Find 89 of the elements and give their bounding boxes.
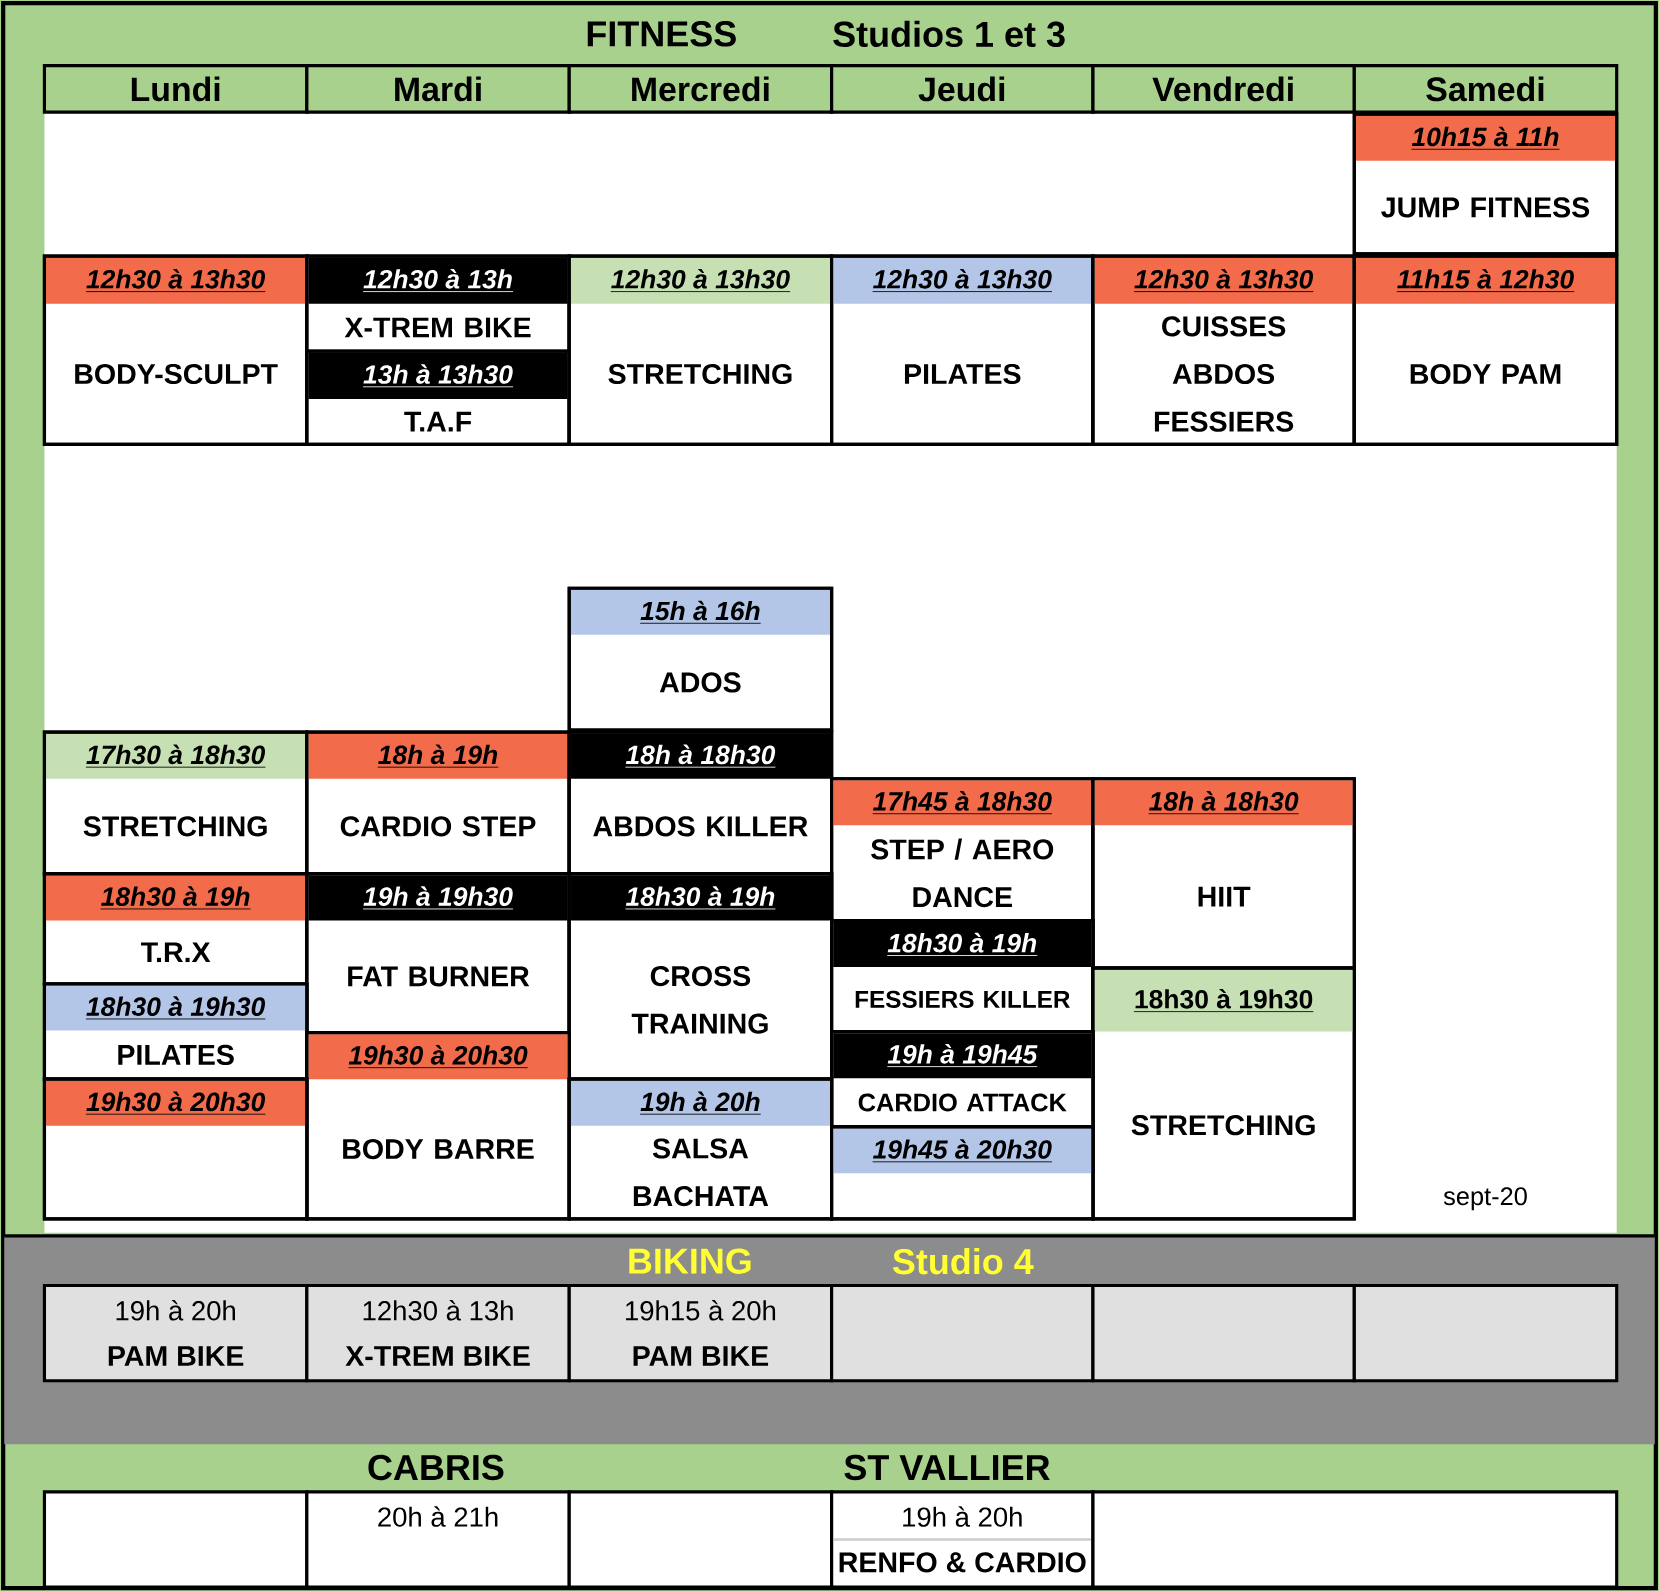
class-block <box>1091 966 1356 1221</box>
class-name: STEP / AERO DANCE <box>871 838 1054 908</box>
day-name: Lundi <box>131 76 220 102</box>
class-name: BODY-SCULPT <box>75 363 278 384</box>
class-name: HIIT <box>1198 886 1251 907</box>
class-name: X-TREM BIKE <box>345 1346 530 1366</box>
class-name: ADOS <box>659 672 741 693</box>
class-block <box>830 1125 1095 1221</box>
class-cell <box>305 1283 571 1383</box>
class-block <box>567 1077 834 1221</box>
time-label: 19h30 à 20h30 <box>347 1044 529 1068</box>
time-label: 19h à 20h <box>116 1299 235 1321</box>
section-heading: Studio 4 <box>892 1247 1034 1275</box>
section-heading: BIKING <box>629 1248 751 1274</box>
class-name: JUMP FITNESS <box>1381 197 1590 218</box>
class-cell <box>305 1490 571 1589</box>
section-heading: CABRIS <box>368 1454 504 1481</box>
class-name: PILATES <box>118 1044 234 1065</box>
class-name: BODY PAM <box>1410 363 1561 384</box>
time-label: 18h30 à 19h <box>100 886 252 910</box>
class-name: SALSA BACHATA <box>633 1138 769 1207</box>
class-block <box>42 982 309 1081</box>
time-label: 10h15 à 11h <box>1411 126 1560 150</box>
class-name: ABDOS KILLER <box>593 816 808 837</box>
class-name: CROSS TRAINING <box>631 965 768 1034</box>
time-label: 19h à 20h <box>903 1506 1022 1527</box>
day-name: Mardi <box>395 76 481 102</box>
class-block <box>1352 112 1619 256</box>
time-label: 19h15 à 20h <box>626 1299 776 1321</box>
time-label: 19h45 à 20h30 <box>872 1139 1053 1163</box>
time-label: 12h30 à 13h <box>362 268 514 292</box>
class-name: STRETCHING <box>83 816 267 837</box>
class-name: RENFO & CARDIO <box>839 1552 1086 1573</box>
date-note: sept-20 <box>1443 1187 1527 1211</box>
class-name: STRETCHING <box>1131 1115 1315 1136</box>
class-block <box>567 586 834 732</box>
day-name: Mercredi <box>632 76 769 102</box>
day-header <box>1352 63 1619 114</box>
day-name: Jeudi <box>918 76 1005 102</box>
class-block <box>305 1030 571 1221</box>
class-name: CUISSES ABDOS FESSIERS <box>1154 316 1294 432</box>
time-label: 18h30 à 19h30 <box>1133 988 1314 1012</box>
class-name: X-TREM BIKE <box>344 317 531 338</box>
class-name: FESSIERS KILLER <box>855 990 1070 1008</box>
class-block <box>1091 777 1356 970</box>
time-label: 12h30 à 13h30 <box>1133 268 1314 292</box>
class-name: CARDIO STEP <box>340 816 536 837</box>
time-label: 12h30 à 13h30 <box>872 268 1053 292</box>
class-name: FAT BURNER <box>348 966 530 987</box>
section-heading: ST VALLIER <box>844 1454 1050 1481</box>
time-label: 12h30 à 13h30 <box>85 268 266 292</box>
day-name: Vendredi <box>1152 76 1293 102</box>
time-label: 12h30 à 13h30 <box>610 268 791 292</box>
time-label: 20h à 21h <box>378 1506 498 1527</box>
time-label: 18h30 à 19h <box>886 932 1038 956</box>
time-label: 19h30 à 20h30 <box>85 1091 266 1115</box>
class-name: CARDIO ATTACK <box>858 1093 1067 1112</box>
class-block <box>305 254 571 353</box>
class-name: PAM BIKE <box>633 1346 769 1366</box>
class-block <box>567 872 834 1081</box>
time-label: 19h à 19h45 <box>886 1043 1038 1067</box>
class-name: PAM BIKE <box>108 1346 244 1366</box>
time-label: 17h45 à 18h30 <box>872 790 1053 814</box>
class-name: T.R.X <box>141 942 211 962</box>
class-block <box>305 349 571 446</box>
time-label: 18h à 19h <box>377 744 499 768</box>
class-block <box>1352 254 1619 446</box>
day-header <box>305 63 571 114</box>
section-heading: FITNESS <box>587 21 736 47</box>
class-name: STRETCHING <box>608 363 792 384</box>
time-label: 13h à 13h30 <box>362 364 514 388</box>
time-label: 15h à 16h <box>639 600 762 624</box>
class-block <box>1091 254 1356 446</box>
time-label: 19h à 19h30 <box>362 886 514 910</box>
class-name: T.A.F <box>404 411 472 432</box>
time-label: 18h à 18h30 <box>625 744 776 768</box>
class-block <box>42 1077 309 1221</box>
time-label: 19h à 20h <box>639 1091 762 1115</box>
section-heading: Studios 1 et 3 <box>833 20 1065 47</box>
class-name: PILATES <box>904 363 1021 384</box>
day-header <box>1091 63 1356 114</box>
time-label: 18h à 18h30 <box>1148 790 1300 814</box>
time-label: 18h30 à 19h30 <box>85 996 266 1020</box>
time-label: 12h30 à 13h <box>363 1299 513 1321</box>
class-name: BODY BARRE <box>343 1138 534 1159</box>
time-label: 17h30 à 18h30 <box>85 744 266 768</box>
time-label: 18h30 à 19h <box>625 886 776 910</box>
time-label: 11h15 à 12h30 <box>1396 268 1575 292</box>
day-name: Samedi <box>1426 76 1544 102</box>
